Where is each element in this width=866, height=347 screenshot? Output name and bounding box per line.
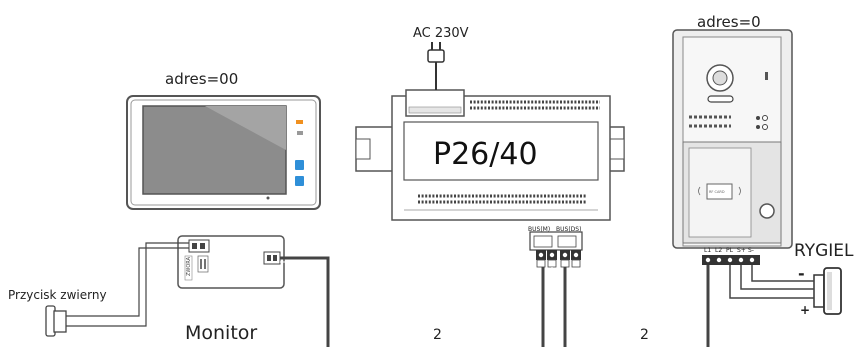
terminal-l1-label: L1 [704, 247, 712, 254]
bus-m-terminal-label: BUS(M) [528, 226, 551, 233]
terminal-l2-label: L2 [715, 247, 723, 254]
monitor-wire-count: 2 [433, 327, 442, 343]
lock-device [813, 267, 842, 315]
terminal-s-plus-label: S+ [737, 247, 746, 254]
monitor-address-label: adres=00 [165, 70, 239, 88]
svg-text:ZWORA: ZWORA [186, 256, 192, 276]
wires [66, 242, 814, 347]
monitor-button-1 [295, 160, 304, 170]
indoor-monitor [126, 95, 321, 210]
lock-plus-label: + [800, 303, 811, 317]
terminal-pl-label: PL [726, 247, 733, 254]
exit-button-label: Przycisk zwierny [8, 288, 107, 302]
door-station-address-label: adres=0 [697, 13, 761, 31]
exit-button-device [45, 305, 67, 337]
power-supply-unit [355, 42, 625, 221]
terminal-s-minus-label: S- [748, 247, 754, 254]
lock-minus-label: - [798, 264, 805, 283]
monitor-module-caption: Monitor [185, 322, 258, 344]
psu-bus-terminal [529, 231, 583, 268]
power-supply-model-label: P26/40 [433, 137, 538, 172]
door-wire-count: 2 [640, 327, 649, 343]
door-station: RF CARD [672, 29, 793, 249]
lock-label: RYGIEL [794, 241, 854, 261]
status-led [296, 120, 303, 124]
svg-text:RF CARD: RF CARD [709, 190, 725, 194]
bus-ds-terminal-label: BUS(DS) [556, 226, 582, 233]
monitor-button-2 [295, 176, 304, 186]
ac-power-label: AC 230V [413, 26, 469, 41]
door-station-terminal [702, 255, 760, 265]
monitor-module: ZWORA [177, 235, 285, 289]
